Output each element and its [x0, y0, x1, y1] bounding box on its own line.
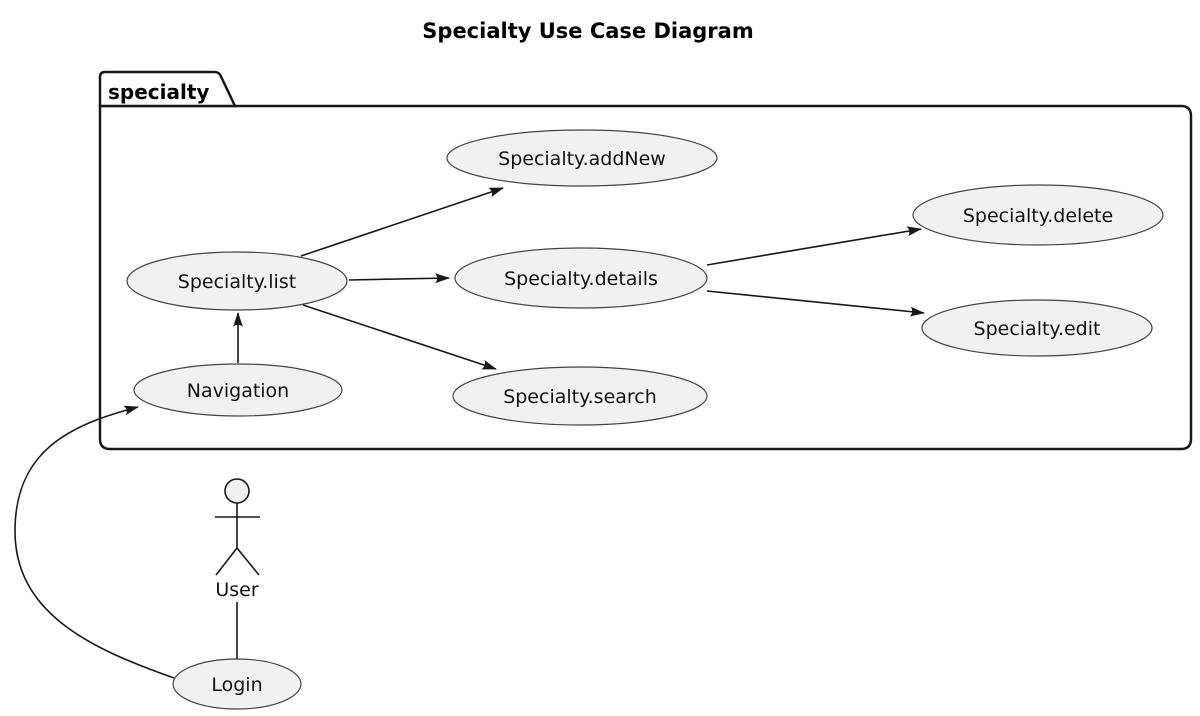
usecase-search: Specialty.search	[452, 366, 708, 426]
edge-list-to-addnew	[300, 187, 504, 257]
usecase-edit: Specialty.edit	[921, 299, 1153, 357]
usecase-addnew: Specialty.addNew	[446, 129, 718, 187]
edge-details-to-delete	[706, 226, 922, 266]
usecase-login: Login	[172, 658, 302, 710]
actor-user-left-leg	[215, 547, 238, 576]
actor-user-head	[224, 478, 250, 504]
actor-user-right-leg	[236, 547, 260, 576]
diagram-title: Specialty Use Case Diagram	[422, 19, 753, 43]
actor-user-label: User	[215, 579, 258, 601]
usecase-list: Specialty.list	[126, 251, 348, 311]
usecase-details-ellipse	[454, 247, 708, 309]
usecase-edit-label: Specialty.edit	[974, 318, 1101, 340]
usecase-details-label: Specialty.details	[504, 268, 658, 290]
package-label: specialty	[108, 80, 209, 104]
usecase-delete: Specialty.delete	[912, 184, 1164, 246]
edge-details-to-edit	[706, 290, 925, 317]
usecase-login-label: Login	[211, 674, 262, 696]
usecase-search-ellipse	[452, 366, 708, 426]
usecase-search-label: Specialty.search	[503, 386, 657, 408]
usecase-list-label: Specialty.list	[178, 271, 296, 293]
actor-user: User	[215, 478, 260, 601]
edges	[14, 187, 925, 679]
edge-login-to-navigation	[14, 405, 175, 679]
package-frame-tab	[98, 70, 237, 108]
edge-list-to-details	[348, 273, 450, 284]
usecase-addnew-ellipse	[446, 129, 718, 187]
usecase-navigation-label: Navigation	[187, 380, 289, 402]
usecase-addnew-label: Specialty.addNew	[498, 148, 666, 170]
usecase-delete-label: Specialty.delete	[963, 205, 1113, 227]
usecase-navigation-ellipse	[133, 363, 343, 417]
usecase-login-ellipse	[172, 658, 302, 710]
usecase-details: Specialty.details	[454, 247, 708, 309]
usecase-list-ellipse	[126, 251, 348, 311]
edge-list-to-search	[302, 304, 497, 370]
usecase-edit-ellipse	[921, 299, 1153, 357]
usecase-navigation: Navigation	[133, 363, 343, 417]
usecase-delete-ellipse	[912, 184, 1164, 246]
